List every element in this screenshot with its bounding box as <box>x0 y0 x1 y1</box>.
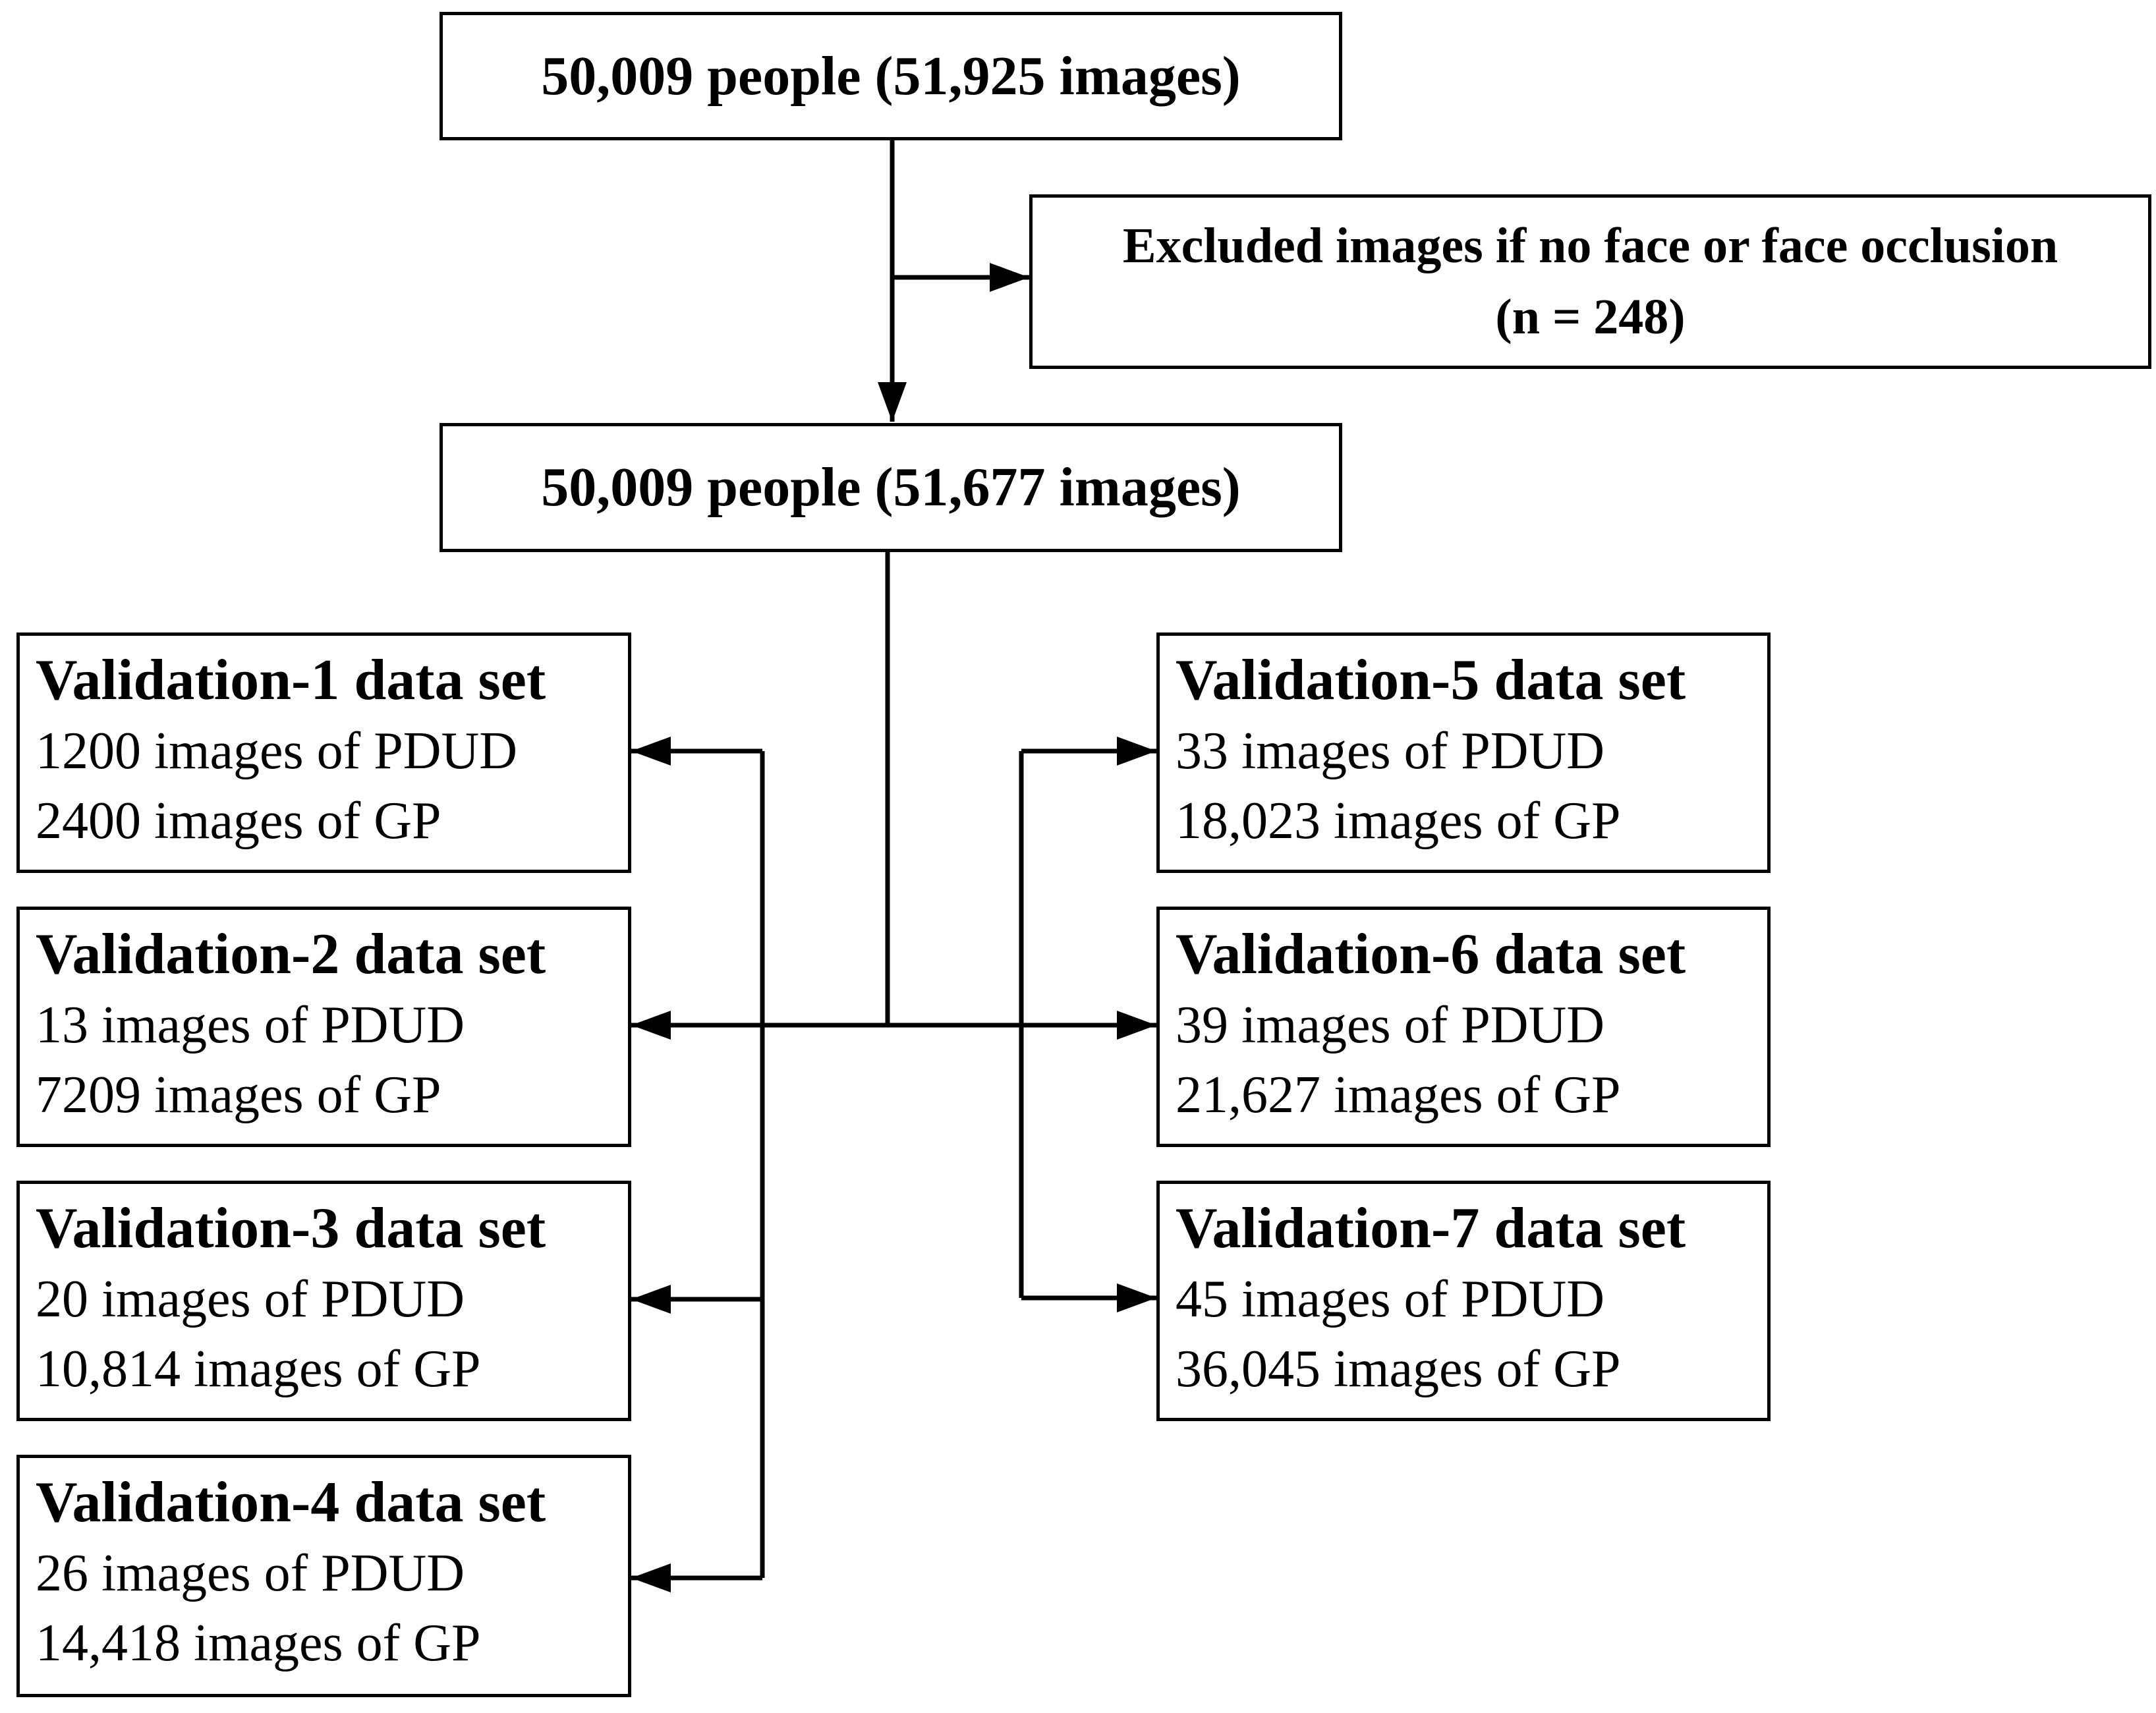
validation-6-box: Validation-6 data set 39 images of PDUD … <box>1156 907 1771 1147</box>
excluded-box: Excluded images if no face or face occlu… <box>1029 194 2151 369</box>
validation-4-pdud: 26 images of PDUD <box>36 1544 465 1602</box>
excluded-box-line2: (n = 248) <box>1495 289 1686 345</box>
middle-box-label: 50,009 people (51,677 images) <box>541 457 1241 518</box>
validation-7-box: Validation-7 data set 45 images of PDUD … <box>1156 1181 1771 1421</box>
validation-2-title: Validation-2 data set <box>36 922 546 986</box>
validation-5-box: Validation-5 data set 33 images of PDUD … <box>1156 632 1771 873</box>
validation-6-gp: 21,627 images of GP <box>1176 1066 1621 1124</box>
excluded-box-line1: Excluded images if no face or face occlu… <box>1122 217 2058 273</box>
validation-6-title: Validation-6 data set <box>1176 922 1686 986</box>
validation-7-pdud: 45 images of PDUD <box>1176 1270 1605 1328</box>
validation-1-pdud: 1200 images of PDUD <box>36 722 518 780</box>
validation-1-box: Validation-1 data set 1200 images of PDU… <box>16 632 631 873</box>
validation-3-box: Validation-3 data set 20 images of PDUD … <box>16 1181 631 1421</box>
validation-7-gp: 36,045 images of GP <box>1176 1340 1621 1398</box>
validation-4-box: Validation-4 data set 26 images of PDUD … <box>16 1455 631 1697</box>
middle-box: 50,009 people (51,677 images) <box>440 423 1342 552</box>
validation-1-gp: 2400 images of GP <box>36 792 441 850</box>
validation-6-pdud: 39 images of PDUD <box>1176 996 1605 1054</box>
validation-4-title: Validation-4 data set <box>36 1471 546 1534</box>
validation-3-title: Validation-3 data set <box>36 1196 546 1260</box>
validation-3-gp: 10,814 images of GP <box>36 1340 481 1398</box>
validation-5-pdud: 33 images of PDUD <box>1176 722 1605 780</box>
validation-1-title: Validation-1 data set <box>36 648 546 712</box>
validation-5-title: Validation-5 data set <box>1176 648 1686 712</box>
validation-7-title: Validation-7 data set <box>1176 1196 1686 1260</box>
validation-2-gp: 7209 images of GP <box>36 1066 441 1124</box>
validation-4-gp: 14,418 images of GP <box>36 1614 481 1672</box>
validation-5-gp: 18,023 images of GP <box>1176 792 1621 850</box>
validation-2-box: Validation-2 data set 13 images of PDUD … <box>16 907 631 1147</box>
top-box: 50,009 people (51,925 images) <box>440 12 1342 140</box>
validation-2-pdud: 13 images of PDUD <box>36 996 465 1054</box>
top-box-label: 50,009 people (51,925 images) <box>541 45 1241 107</box>
validation-3-pdud: 20 images of PDUD <box>36 1270 465 1328</box>
